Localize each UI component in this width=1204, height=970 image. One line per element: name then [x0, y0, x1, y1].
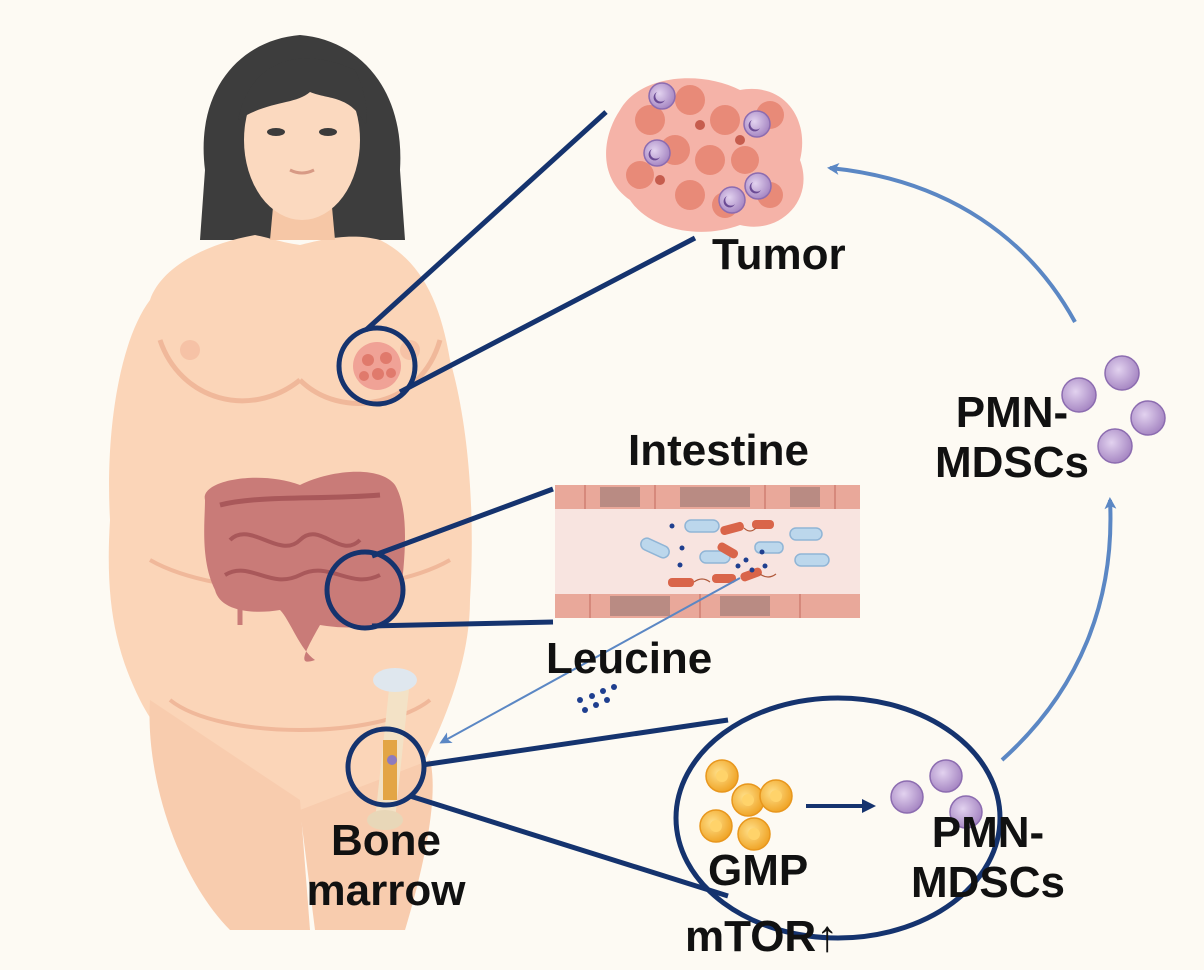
tumor-tissue-icon: [606, 78, 804, 232]
pmn-mdsc-label-top-line1: PMN-: [955, 388, 1069, 437]
bone-marrow-label-line2: marrow: [306, 866, 466, 915]
bone-marrow-zoom-ellipse: [673, 695, 1003, 941]
mdsc-to-tumor-arrow: [827, 162, 1077, 323]
gmp-label: GMP: [708, 846, 809, 895]
callout-lines: [364, 110, 729, 899]
bone-marrow-label-line1: Bone: [331, 816, 441, 865]
gut-lumen-bacteria-icon: [555, 485, 860, 618]
pmn-mdsc-label-top-line2: MDSCs: [934, 438, 1090, 487]
leucine-to-bone-marrow-arrow: [439, 577, 741, 744]
bone-marrow-label: Bone marrow: [294, 816, 478, 916]
mdsc-mobilization-arrow: [1000, 497, 1117, 762]
pmn-mdsc-label-bottom-line1: PMN-: [931, 808, 1045, 857]
leucine-particles: [577, 684, 617, 713]
pmn-mdsc-label-top: PMN- MDSCs: [922, 388, 1102, 488]
tumor-label: Tumor: [712, 230, 846, 279]
tumor-callout-circle: [336, 325, 418, 407]
gmp-cell-nuclei: [710, 770, 782, 840]
mini-tumor-icon: [353, 342, 401, 390]
intestine-callout-circle: [324, 549, 406, 631]
mtor-label: mTOR↑: [685, 912, 839, 961]
intestine-label: Intestine: [628, 426, 809, 475]
femur-bone-icon: [367, 668, 417, 830]
pmn-mdsc-cell-icon: [890, 759, 983, 829]
intestine-icon: [204, 471, 405, 662]
pmn-mdsc-label-bottom: PMN- MDSCs: [896, 808, 1080, 908]
pmn-mdsc-cell-cluster-icon: [1061, 355, 1166, 464]
leucine-label: Leucine: [546, 634, 713, 683]
pmn-mdsc-label-bottom-line2: MDSCs: [910, 858, 1066, 907]
